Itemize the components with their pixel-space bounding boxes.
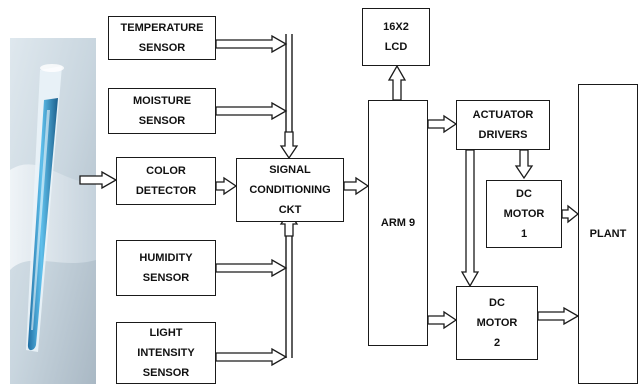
block-label-line: SIGNAL	[269, 160, 311, 180]
block-label-line: MOTOR	[477, 313, 518, 333]
block-label-line: 1	[521, 224, 527, 244]
block-label-line: TEMPERATURE	[121, 18, 204, 38]
arrow-bus-down	[281, 132, 297, 158]
block-label-line: PLANT	[590, 224, 627, 244]
block-label-line: CONDITIONING	[249, 180, 330, 200]
test-tube-photo	[10, 38, 96, 384]
plant-block: PLANT	[578, 84, 638, 384]
arrow-actuator-to-motor2	[462, 150, 478, 286]
block-label-line: COLOR	[146, 161, 186, 181]
arrow-moisture-to-bus	[216, 103, 286, 119]
block-label-line: 2	[494, 333, 500, 353]
block-label-line: INTENSITY	[137, 343, 194, 363]
arrow-arm-to-actuator	[428, 116, 456, 132]
block-label-line: SENSOR	[143, 268, 189, 288]
arrow-temperature-to-bus	[216, 36, 286, 52]
arrow-light-to-bus	[216, 349, 286, 365]
block-label-line: ARM 9	[381, 213, 415, 233]
block-label-line: DETECTOR	[136, 181, 196, 201]
block-label-line: ACTUATOR	[473, 105, 534, 125]
block-label-line: SENSOR	[143, 363, 189, 383]
block-label-line: DRIVERS	[479, 125, 528, 145]
block-label-line: LIGHT	[150, 323, 183, 343]
arrow-actuator-to-motor1	[516, 150, 532, 178]
arrow-conditioning-to-arm	[344, 178, 368, 194]
block-label-line: 16X2	[383, 17, 409, 37]
block-label-line: SENSOR	[139, 111, 185, 131]
arrow-motor2-to-plant	[538, 308, 578, 324]
block-label-line: HUMIDITY	[139, 248, 192, 268]
block-label-line: LCD	[385, 37, 408, 57]
block-label-line: CKT	[279, 200, 302, 220]
block-label-line: MOTOR	[504, 204, 545, 224]
arm9-block: ARM 9	[368, 100, 428, 346]
arrow-motor1-to-plant	[562, 206, 578, 222]
block-label-line: DC	[489, 293, 505, 313]
arrow-color-to-conditioning	[216, 178, 236, 194]
block-label-line: SENSOR	[139, 38, 185, 58]
block-label-line: MOISTURE	[133, 91, 191, 111]
arrow-arm-to-motor2	[428, 312, 456, 328]
block-label-line: DC	[516, 184, 532, 204]
arrow-humidity-to-bus	[216, 260, 286, 276]
arrow-arm-to-lcd	[389, 66, 405, 100]
